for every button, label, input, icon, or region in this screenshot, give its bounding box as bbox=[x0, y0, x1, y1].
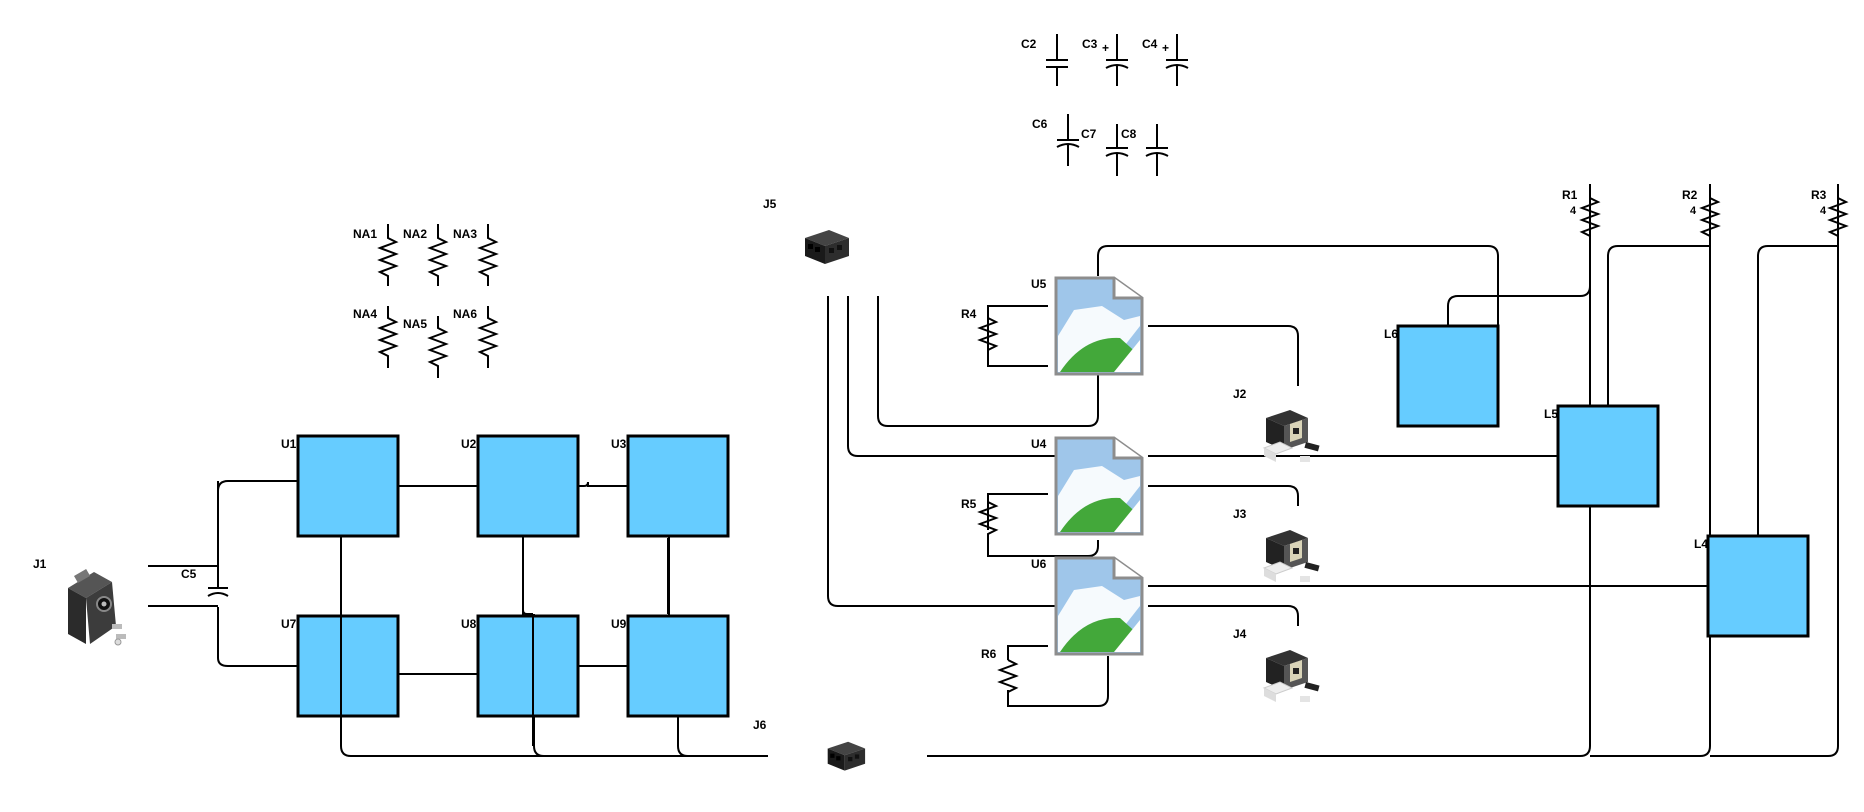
block-u2[interactable] bbox=[476, 434, 580, 538]
u8-label: U8 bbox=[461, 617, 477, 631]
resistor-na3 bbox=[477, 224, 499, 286]
j4-label: J4 bbox=[1233, 627, 1247, 641]
capacitor-c2 bbox=[1046, 34, 1068, 86]
c3-label: C3 bbox=[1082, 37, 1098, 51]
c5-label: C5 bbox=[181, 567, 197, 581]
r1-label: R1 bbox=[1562, 188, 1578, 202]
c7-label: C7 bbox=[1081, 127, 1097, 141]
r3-label: R3 bbox=[1811, 188, 1827, 202]
capacitor-c4 bbox=[1165, 34, 1189, 86]
rj45-jack-icon-j3[interactable] bbox=[1263, 529, 1321, 583]
block-u1[interactable] bbox=[296, 434, 400, 538]
r6-label: R6 bbox=[981, 647, 997, 661]
capacitor-c7 bbox=[1105, 124, 1129, 176]
rj45-jack-icon-j2[interactable] bbox=[1263, 409, 1321, 463]
c6-label: C6 bbox=[1032, 117, 1048, 131]
c4-label: C4 bbox=[1142, 37, 1158, 51]
capacitor-c8 bbox=[1145, 124, 1169, 176]
broken-image-icon-u4[interactable] bbox=[1054, 436, 1144, 536]
terminal-block-icon-j6[interactable] bbox=[827, 741, 866, 771]
na1-label: NA1 bbox=[353, 227, 377, 241]
block-l5[interactable] bbox=[1556, 404, 1660, 508]
c8-label: C8 bbox=[1121, 127, 1137, 141]
na3-label: NA3 bbox=[453, 227, 477, 241]
u5-label: U5 bbox=[1031, 277, 1047, 291]
resistor-na4 bbox=[377, 306, 399, 368]
block-u7[interactable] bbox=[296, 614, 400, 718]
r4-label: R4 bbox=[961, 307, 977, 321]
l6-label: L6 bbox=[1384, 327, 1398, 341]
u9-label: U9 bbox=[611, 617, 627, 631]
u1-label: U1 bbox=[281, 437, 297, 451]
r3-value: 4 bbox=[1820, 205, 1827, 217]
na6-label: NA6 bbox=[453, 307, 477, 321]
j5-label: J5 bbox=[763, 197, 777, 211]
c2-label: C2 bbox=[1021, 37, 1037, 51]
broken-image-icon-u5[interactable] bbox=[1054, 276, 1144, 376]
l4-label: L4 bbox=[1694, 537, 1708, 551]
block-u8[interactable] bbox=[476, 614, 580, 718]
block-l4[interactable] bbox=[1706, 534, 1810, 638]
resistor-r1 bbox=[1579, 184, 1601, 237]
terminal-block-icon-j5[interactable] bbox=[805, 230, 849, 264]
right-wiring bbox=[827, 236, 1838, 707]
resistor-r3 bbox=[1827, 184, 1849, 237]
block-u3[interactable] bbox=[626, 434, 730, 538]
resistor-na6 bbox=[477, 306, 499, 368]
capacitor-c3 bbox=[1105, 34, 1129, 86]
block-l6[interactable] bbox=[1396, 324, 1500, 428]
j1-label: J1 bbox=[33, 557, 47, 571]
broken-image-icon-u6[interactable] bbox=[1054, 556, 1144, 656]
resistor-na2 bbox=[427, 224, 449, 286]
c3-polarity: + bbox=[1102, 41, 1109, 55]
resistor-na1 bbox=[377, 224, 399, 286]
u7-label: U7 bbox=[281, 617, 297, 631]
capacitor-c6 bbox=[1056, 114, 1080, 166]
r1-value: 4 bbox=[1570, 205, 1577, 217]
resistor-r2 bbox=[1699, 184, 1721, 237]
c4-polarity: + bbox=[1162, 41, 1169, 55]
resistor-r4 bbox=[977, 317, 999, 351]
r2-label: R2 bbox=[1682, 188, 1698, 202]
na5-label: NA5 bbox=[403, 317, 427, 331]
resistor-na5 bbox=[427, 316, 449, 378]
j2-label: J2 bbox=[1233, 387, 1247, 401]
l5-label: L5 bbox=[1544, 407, 1558, 421]
resistor-r5 bbox=[977, 501, 999, 546]
block-crossing-wires bbox=[340, 536, 679, 746]
na2-label: NA2 bbox=[403, 227, 427, 241]
block-u9[interactable] bbox=[626, 614, 730, 718]
resistor-r6 bbox=[997, 659, 1019, 693]
na4-label: NA4 bbox=[353, 307, 377, 321]
r5-label: R5 bbox=[961, 497, 977, 511]
u4-label: U4 bbox=[1031, 437, 1047, 451]
j6-label: J6 bbox=[753, 718, 767, 732]
u6-label: U6 bbox=[1031, 557, 1047, 571]
r2-value: 4 bbox=[1690, 205, 1697, 217]
u3-label: U3 bbox=[611, 437, 627, 451]
rj45-jack-icon-j4[interactable] bbox=[1263, 649, 1321, 703]
capacitor-c5 bbox=[207, 587, 229, 597]
j3-label: J3 bbox=[1233, 507, 1247, 521]
power-switch-connector-icon[interactable] bbox=[68, 569, 126, 646]
u2-label: U2 bbox=[461, 437, 477, 451]
